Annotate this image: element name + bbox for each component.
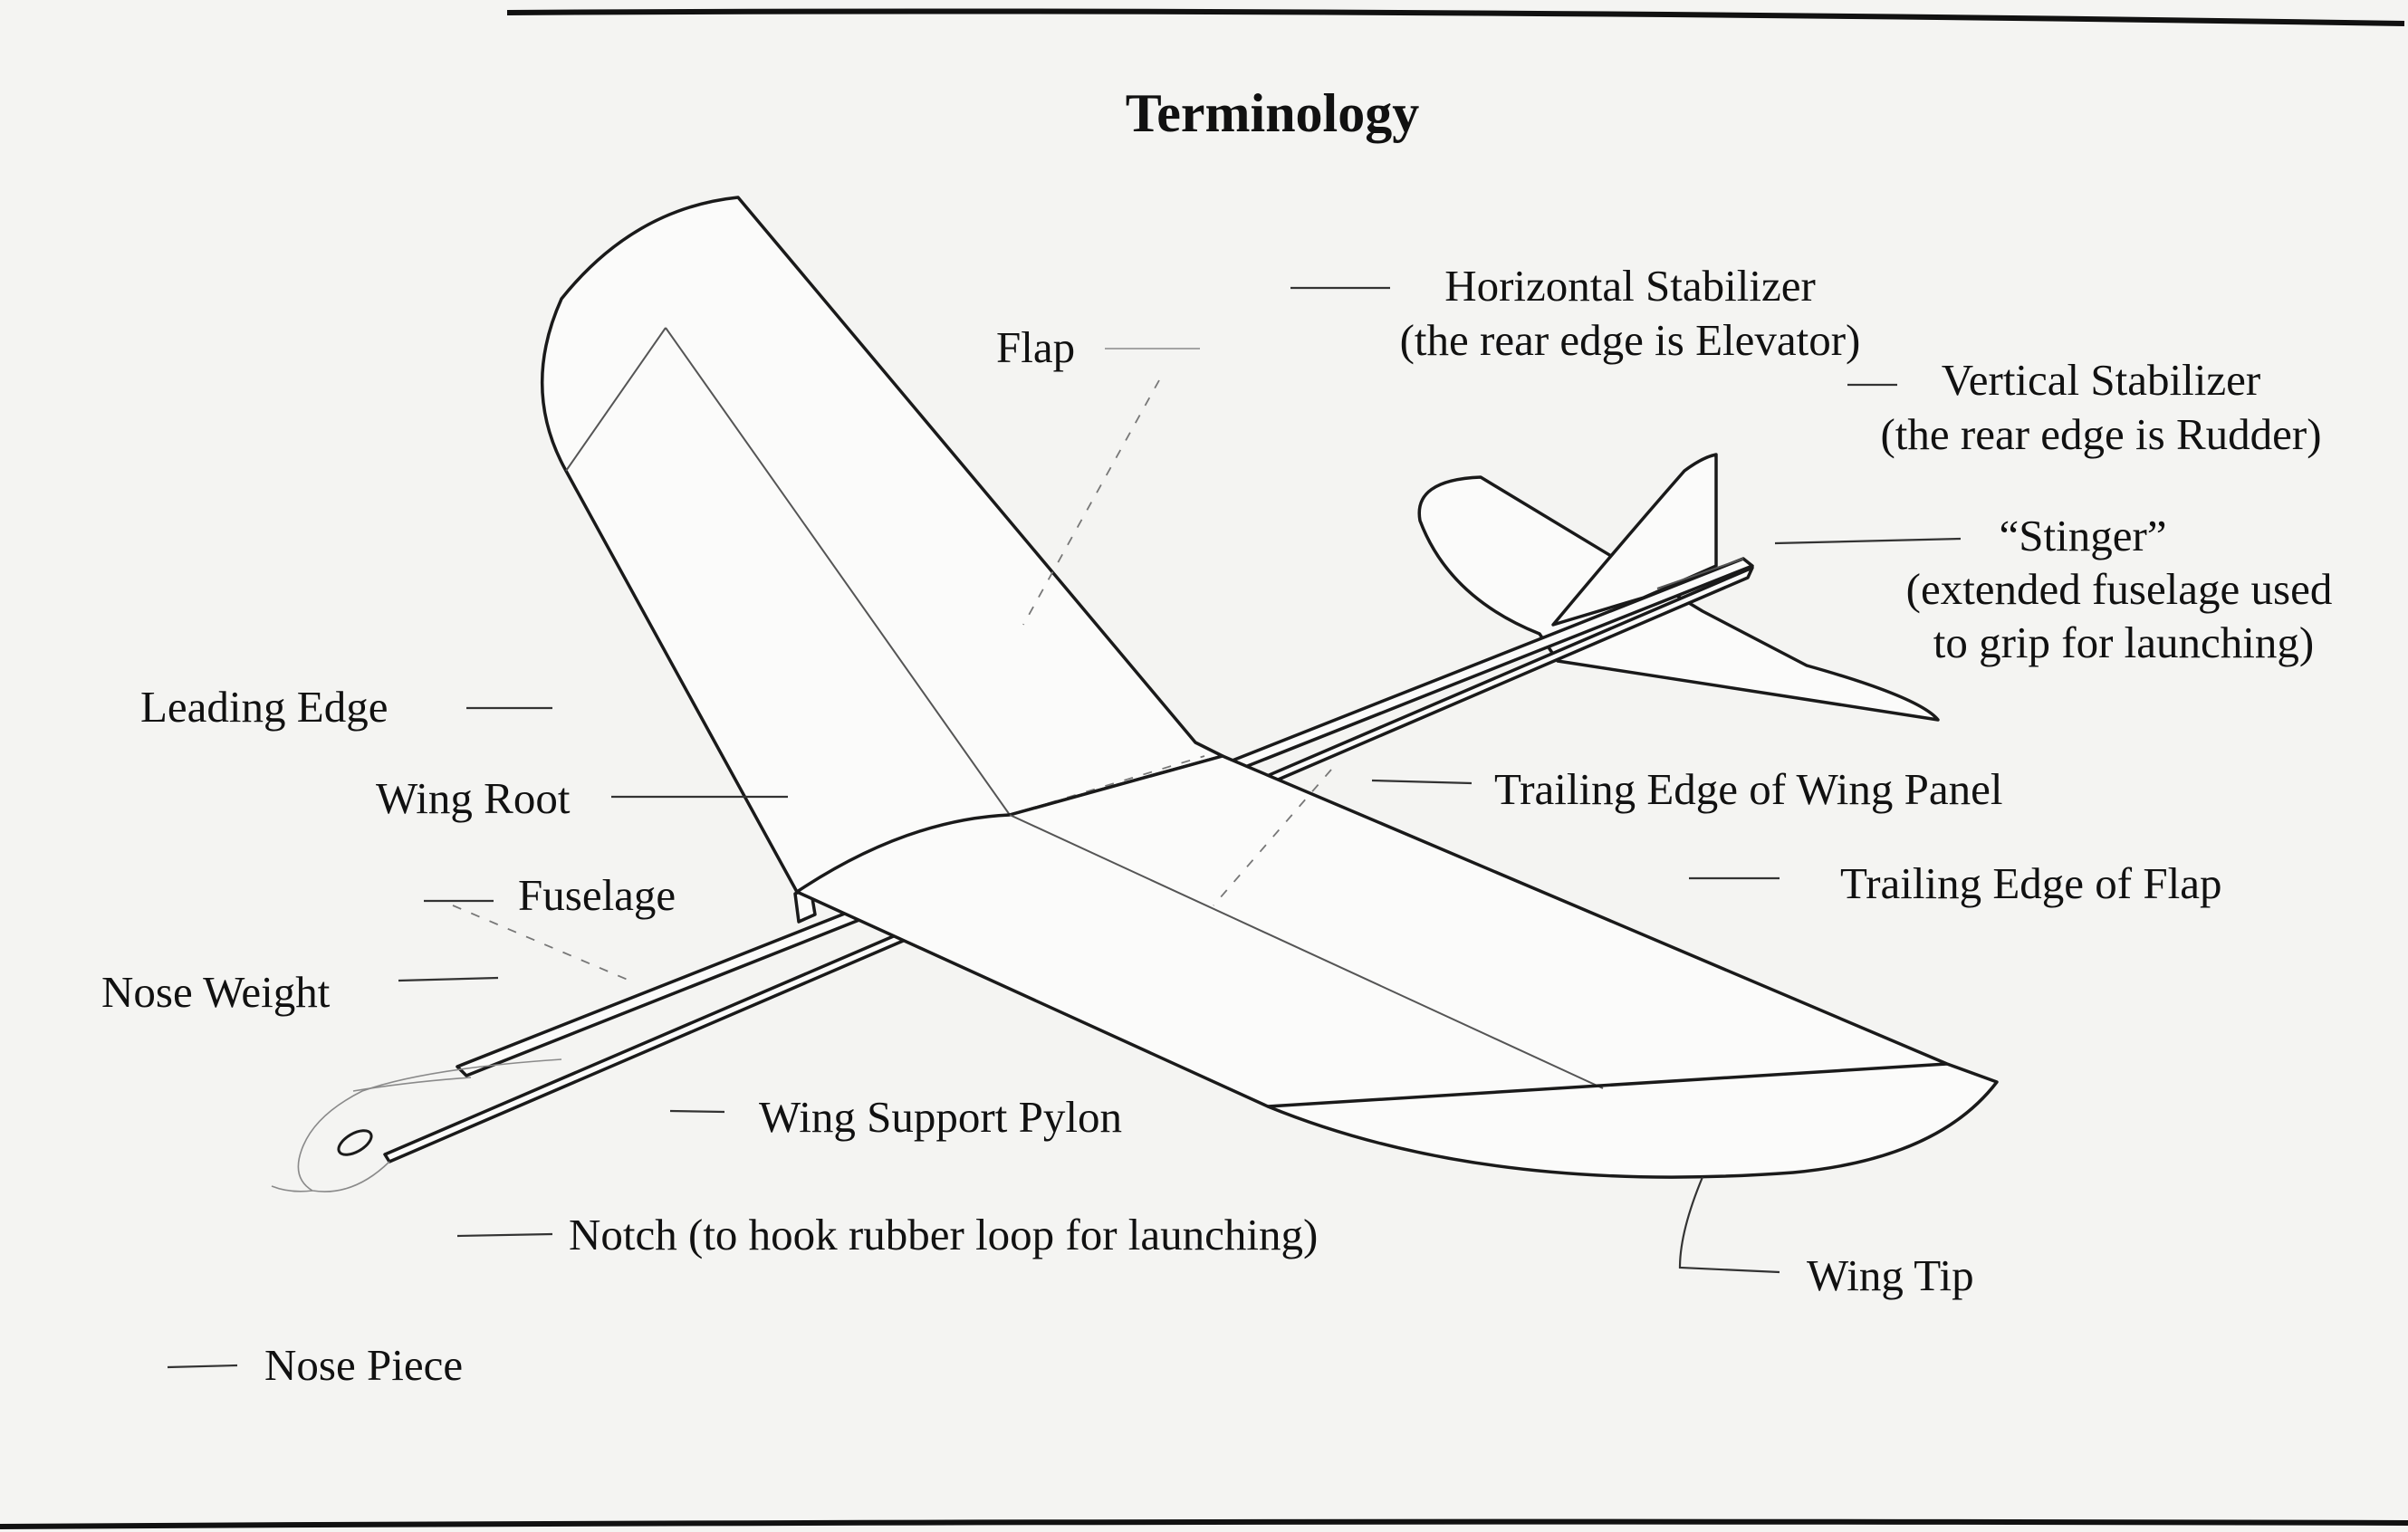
left-wing-panel bbox=[540, 196, 1224, 894]
nose-piece-leader bbox=[167, 1364, 238, 1369]
label-nose-piece: Nose Piece bbox=[264, 1340, 463, 1390]
label-nose-weight: Nose Weight bbox=[101, 967, 331, 1017]
trailing-edge-wing-panel-leader bbox=[1371, 779, 1473, 785]
leader-lines bbox=[167, 286, 1962, 1369]
label-flap: Flap bbox=[996, 322, 1075, 372]
nose-weight-leader bbox=[398, 976, 499, 982]
notch-hole bbox=[337, 1129, 373, 1156]
right-flap-hinge-line bbox=[1009, 814, 1604, 1089]
bottom-border bbox=[0, 1518, 2408, 1529]
label-notch: Notch (to hook rubber loop for launching… bbox=[569, 1210, 1318, 1259]
nose-piece-detail bbox=[271, 1077, 472, 1192]
airplane-drawing bbox=[271, 196, 1999, 1192]
label-fuselage: Fuselage bbox=[518, 870, 676, 920]
label-wing-tip: Wing Tip bbox=[1807, 1250, 1974, 1300]
top-border bbox=[506, 8, 2405, 26]
fuselage-leader-dashed bbox=[452, 905, 635, 983]
label-horizontal-stabilizer-note: (the rear edge is Elevator) bbox=[1400, 315, 1861, 365]
stinger-shape bbox=[1656, 558, 1744, 589]
label-trailing-edge-wing-panel: Trailing Edge of Wing Panel bbox=[1494, 764, 2003, 814]
flap-leader-dashed bbox=[1022, 379, 1160, 626]
nose-piece-shape bbox=[297, 1058, 562, 1192]
label-stinger: “Stinger” bbox=[1999, 511, 2166, 560]
label-wing-support-pylon: Wing Support Pylon bbox=[759, 1092, 1122, 1142]
right-tip-root-line bbox=[1267, 1062, 1948, 1108]
wing-support-pylon-leader bbox=[669, 1109, 725, 1114]
label-stinger-note-2: to grip for launching) bbox=[1933, 618, 2314, 667]
label-stinger-note-1: (extended fuselage used bbox=[1906, 564, 2333, 614]
stinger-leader bbox=[1774, 537, 1962, 545]
left-flap-hinge-line bbox=[665, 327, 1011, 816]
left-trailing-edge-dashed bbox=[1009, 755, 1205, 816]
label-leading-edge: Leading Edge bbox=[140, 682, 388, 732]
label-horizontal-stabilizer: Horizontal Stabilizer bbox=[1444, 261, 1816, 311]
right-wing-panel bbox=[795, 754, 1999, 1179]
labels: Flap Horizontal Stabilizer (the rear edg… bbox=[101, 261, 2332, 1390]
label-vertical-stabilizer-note: (the rear edge is Rudder) bbox=[1880, 409, 2321, 459]
page-title: Terminology bbox=[1126, 83, 1419, 143]
left-tip-line bbox=[565, 327, 667, 472]
notch-leader bbox=[456, 1232, 553, 1238]
label-vertical-stabilizer: Vertical Stabilizer bbox=[1942, 355, 2260, 405]
label-trailing-edge-flap: Trailing Edge of Flap bbox=[1840, 858, 2221, 908]
wing-tip-leader bbox=[1678, 1176, 1780, 1274]
label-wing-root: Wing Root bbox=[376, 773, 571, 823]
